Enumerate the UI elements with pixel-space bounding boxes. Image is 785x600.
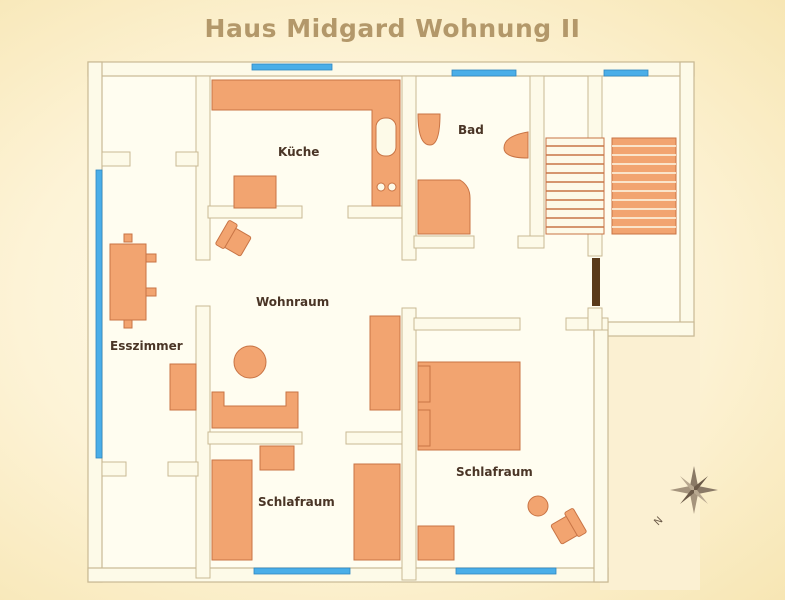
bath-sink xyxy=(503,131,529,159)
interior-walls xyxy=(101,75,609,581)
armchair-upper xyxy=(215,220,252,257)
furniture xyxy=(109,79,587,561)
wall-stair-bottom xyxy=(517,235,545,249)
door-dark xyxy=(592,258,600,306)
wall-vertical-kitchen-bath xyxy=(401,75,417,261)
wall-vertical-left-upper xyxy=(195,75,211,261)
stairs xyxy=(545,137,677,235)
wall-stub-left-2 xyxy=(175,151,199,167)
room-label-schlafraum-left: Schlafraum xyxy=(258,495,335,509)
window-top-kitchen xyxy=(251,63,333,71)
dining-table xyxy=(109,243,147,321)
wall-top xyxy=(87,61,695,77)
stove-burner-1 xyxy=(376,182,386,192)
wall-right-upper xyxy=(679,61,695,337)
wall-vertical-right-lower xyxy=(587,307,603,331)
room-label-wohnraum: Wohnraum xyxy=(256,295,329,309)
window-bottom-right xyxy=(455,567,557,575)
footstool xyxy=(259,445,295,471)
wall-stub-left-1 xyxy=(101,151,131,167)
sofa xyxy=(211,391,299,429)
bath-toilet xyxy=(417,113,441,146)
window-left xyxy=(95,169,103,459)
esszimmer-cabinet xyxy=(169,363,197,411)
room-label-esszimmer: Esszimmer xyxy=(110,339,183,353)
round-table xyxy=(233,345,267,379)
wall-vertical-stair xyxy=(529,75,545,249)
wall-bedroom-top xyxy=(413,317,521,331)
wall-vertical-bedroom xyxy=(401,307,417,581)
double-bed xyxy=(417,361,521,451)
bedroom-side-table xyxy=(527,495,549,517)
tv-cabinet xyxy=(369,315,401,411)
dining-chair-1 xyxy=(123,233,133,243)
armchair-lower xyxy=(550,508,587,545)
windows xyxy=(95,63,649,575)
dining-chair-3 xyxy=(145,253,157,263)
double-bed-pillow-2 xyxy=(417,409,431,447)
kitchen-sink xyxy=(375,117,397,157)
wall-right-lower xyxy=(593,321,609,583)
window-bottom-left xyxy=(253,567,351,575)
wall-right-step xyxy=(593,321,695,337)
dining-chair-4 xyxy=(145,287,157,297)
compass-icon: N xyxy=(652,466,718,528)
room-label-schlafraum-right: Schlafraum xyxy=(456,465,533,479)
bath-shower xyxy=(417,179,471,235)
wall-stub-left-3 xyxy=(167,461,199,477)
wall-bath-bottom xyxy=(413,235,475,249)
window-top-bath xyxy=(451,69,517,77)
dining-chair-2 xyxy=(123,319,133,329)
room-label-kueche: Küche xyxy=(278,145,319,159)
double-bed-pillow-1 xyxy=(417,365,431,403)
wall-mid-horizontal-left xyxy=(207,431,303,445)
bed-middle xyxy=(353,463,401,561)
bedroom-dresser xyxy=(417,525,455,561)
window-top-stair xyxy=(603,69,649,77)
bed-left xyxy=(211,459,253,561)
plan-title: Haus Midgard Wohnung II xyxy=(204,14,581,43)
kitchen-table xyxy=(233,175,277,209)
room-label-bad: Bad xyxy=(458,123,484,137)
wall-stub-left-4 xyxy=(101,461,127,477)
floor-area-right-lower xyxy=(600,330,700,590)
kitchen-counter xyxy=(211,79,401,207)
stove-burner-2 xyxy=(387,182,397,192)
